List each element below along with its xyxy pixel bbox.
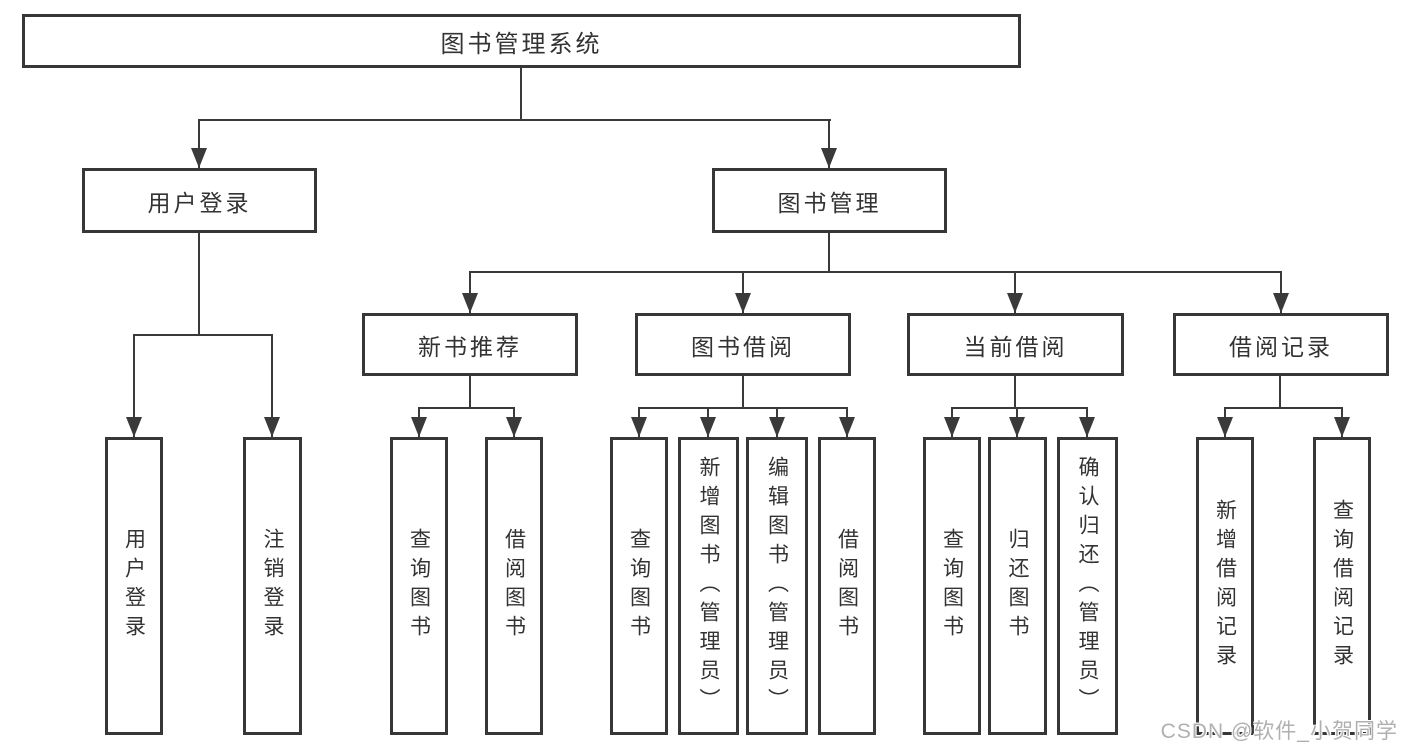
arrow-down-icon bbox=[821, 148, 837, 168]
connector-line bbox=[1224, 407, 1343, 409]
connector-line bbox=[1014, 376, 1016, 409]
connector-line bbox=[198, 119, 200, 168]
arrow-down-icon bbox=[506, 417, 522, 437]
connector-line bbox=[1014, 271, 1016, 313]
leaf-label: 查询图书 bbox=[940, 528, 964, 644]
arrow-down-icon bbox=[1334, 417, 1350, 437]
node-label: 新书推荐 bbox=[418, 333, 522, 360]
leaf-recommend-borrow-books: 借阅图书 bbox=[485, 437, 543, 735]
arrow-down-icon bbox=[839, 417, 855, 437]
leaf-label: 查询借阅记录 bbox=[1330, 499, 1354, 673]
leaf-current-query-books: 查询图书 bbox=[923, 437, 981, 735]
connector-line bbox=[742, 376, 744, 409]
csdn-watermark: CSDN @软件_小贺同学 bbox=[1160, 720, 1398, 743]
leaf-label: 借阅图书 bbox=[502, 528, 526, 644]
node-label: 图书管理 bbox=[777, 189, 882, 216]
leaf-label: 归还图书 bbox=[1006, 528, 1029, 644]
arrow-down-icon bbox=[700, 417, 716, 437]
arrow-down-icon bbox=[1273, 293, 1289, 313]
connector-line bbox=[638, 407, 848, 409]
arrow-down-icon bbox=[264, 417, 280, 437]
leaf-current-confirm-return-admin: 确认归还（管理员） bbox=[1057, 437, 1118, 735]
connector-line bbox=[520, 68, 522, 121]
arrow-down-icon bbox=[944, 417, 960, 437]
connector-line bbox=[1279, 376, 1281, 409]
arrow-down-icon bbox=[1079, 417, 1095, 437]
connector-line bbox=[198, 233, 200, 336]
connector-line bbox=[1280, 271, 1282, 313]
connector-line bbox=[271, 334, 273, 437]
leaf-label: 注销登录 bbox=[261, 528, 284, 644]
connector-line bbox=[828, 233, 830, 273]
leaf-recommend-query-books: 查询图书 bbox=[390, 437, 448, 735]
connector-line bbox=[828, 119, 830, 168]
node-label: 图书借阅 bbox=[691, 333, 795, 360]
connector-line bbox=[469, 271, 471, 313]
node-borrowing-records: 借阅记录 bbox=[1173, 313, 1389, 376]
arrow-down-icon bbox=[191, 148, 207, 168]
leaf-label: 用户登录 bbox=[122, 528, 146, 644]
connector-line bbox=[133, 334, 273, 336]
connector-line bbox=[469, 376, 471, 409]
connector-line bbox=[133, 334, 135, 437]
leaf-current-return-books: 归还图书 bbox=[988, 437, 1047, 735]
node-new-book-recommend: 新书推荐 bbox=[362, 313, 578, 376]
arrow-down-icon bbox=[769, 417, 785, 437]
node-label: 图书管理系统 bbox=[440, 30, 603, 58]
leaf-borrowing-add-books-admin: 新增图书（管理员） bbox=[678, 437, 739, 735]
connector-line bbox=[418, 407, 515, 409]
leaf-label: 新增图书（管理员） bbox=[697, 455, 720, 717]
node-library-management-system: 图书管理系统 bbox=[22, 14, 1021, 68]
leaf-label: 查询图书 bbox=[627, 528, 651, 644]
leaf-label: 编辑图书（管理员） bbox=[765, 455, 789, 717]
node-label: 当前借阅 bbox=[963, 333, 1068, 360]
connector-line bbox=[951, 407, 1088, 409]
leaf-label: 查询图书 bbox=[407, 528, 431, 644]
node-current-borrowing: 当前借阅 bbox=[907, 313, 1124, 376]
arrow-down-icon bbox=[462, 293, 478, 313]
connector-line bbox=[198, 119, 831, 121]
node-book-management: 图书管理 bbox=[712, 168, 947, 233]
arrow-down-icon bbox=[631, 417, 647, 437]
arrow-down-icon bbox=[735, 293, 751, 313]
arrow-down-icon bbox=[1009, 417, 1025, 437]
leaf-borrowing-edit-books-admin: 编辑图书（管理员） bbox=[746, 437, 808, 735]
arrow-down-icon bbox=[1217, 417, 1233, 437]
leaf-borrowing-borrow-books: 借阅图书 bbox=[818, 437, 876, 735]
leaf-borrowing-query-books: 查询图书 bbox=[610, 437, 668, 735]
node-user-login: 用户登录 bbox=[82, 168, 317, 233]
leaf-label: 借阅图书 bbox=[835, 528, 859, 644]
node-book-borrowing: 图书借阅 bbox=[635, 313, 851, 376]
node-label: 用户登录 bbox=[147, 189, 252, 216]
leaf-records-add-record: 新增借阅记录 bbox=[1196, 437, 1254, 735]
leaf-records-query-record: 查询借阅记录 bbox=[1313, 437, 1371, 735]
node-label: 借阅记录 bbox=[1229, 333, 1333, 360]
connector-line bbox=[469, 271, 1282, 273]
arrow-down-icon bbox=[411, 417, 427, 437]
connector-line bbox=[742, 271, 744, 313]
leaf-logout-login: 注销登录 bbox=[243, 437, 302, 735]
leaf-label: 新增借阅记录 bbox=[1213, 499, 1237, 673]
leaf-user-login: 用户登录 bbox=[105, 437, 163, 735]
leaf-label: 确认归还（管理员） bbox=[1076, 455, 1099, 717]
arrow-down-icon bbox=[126, 417, 142, 437]
arrow-down-icon bbox=[1007, 293, 1023, 313]
